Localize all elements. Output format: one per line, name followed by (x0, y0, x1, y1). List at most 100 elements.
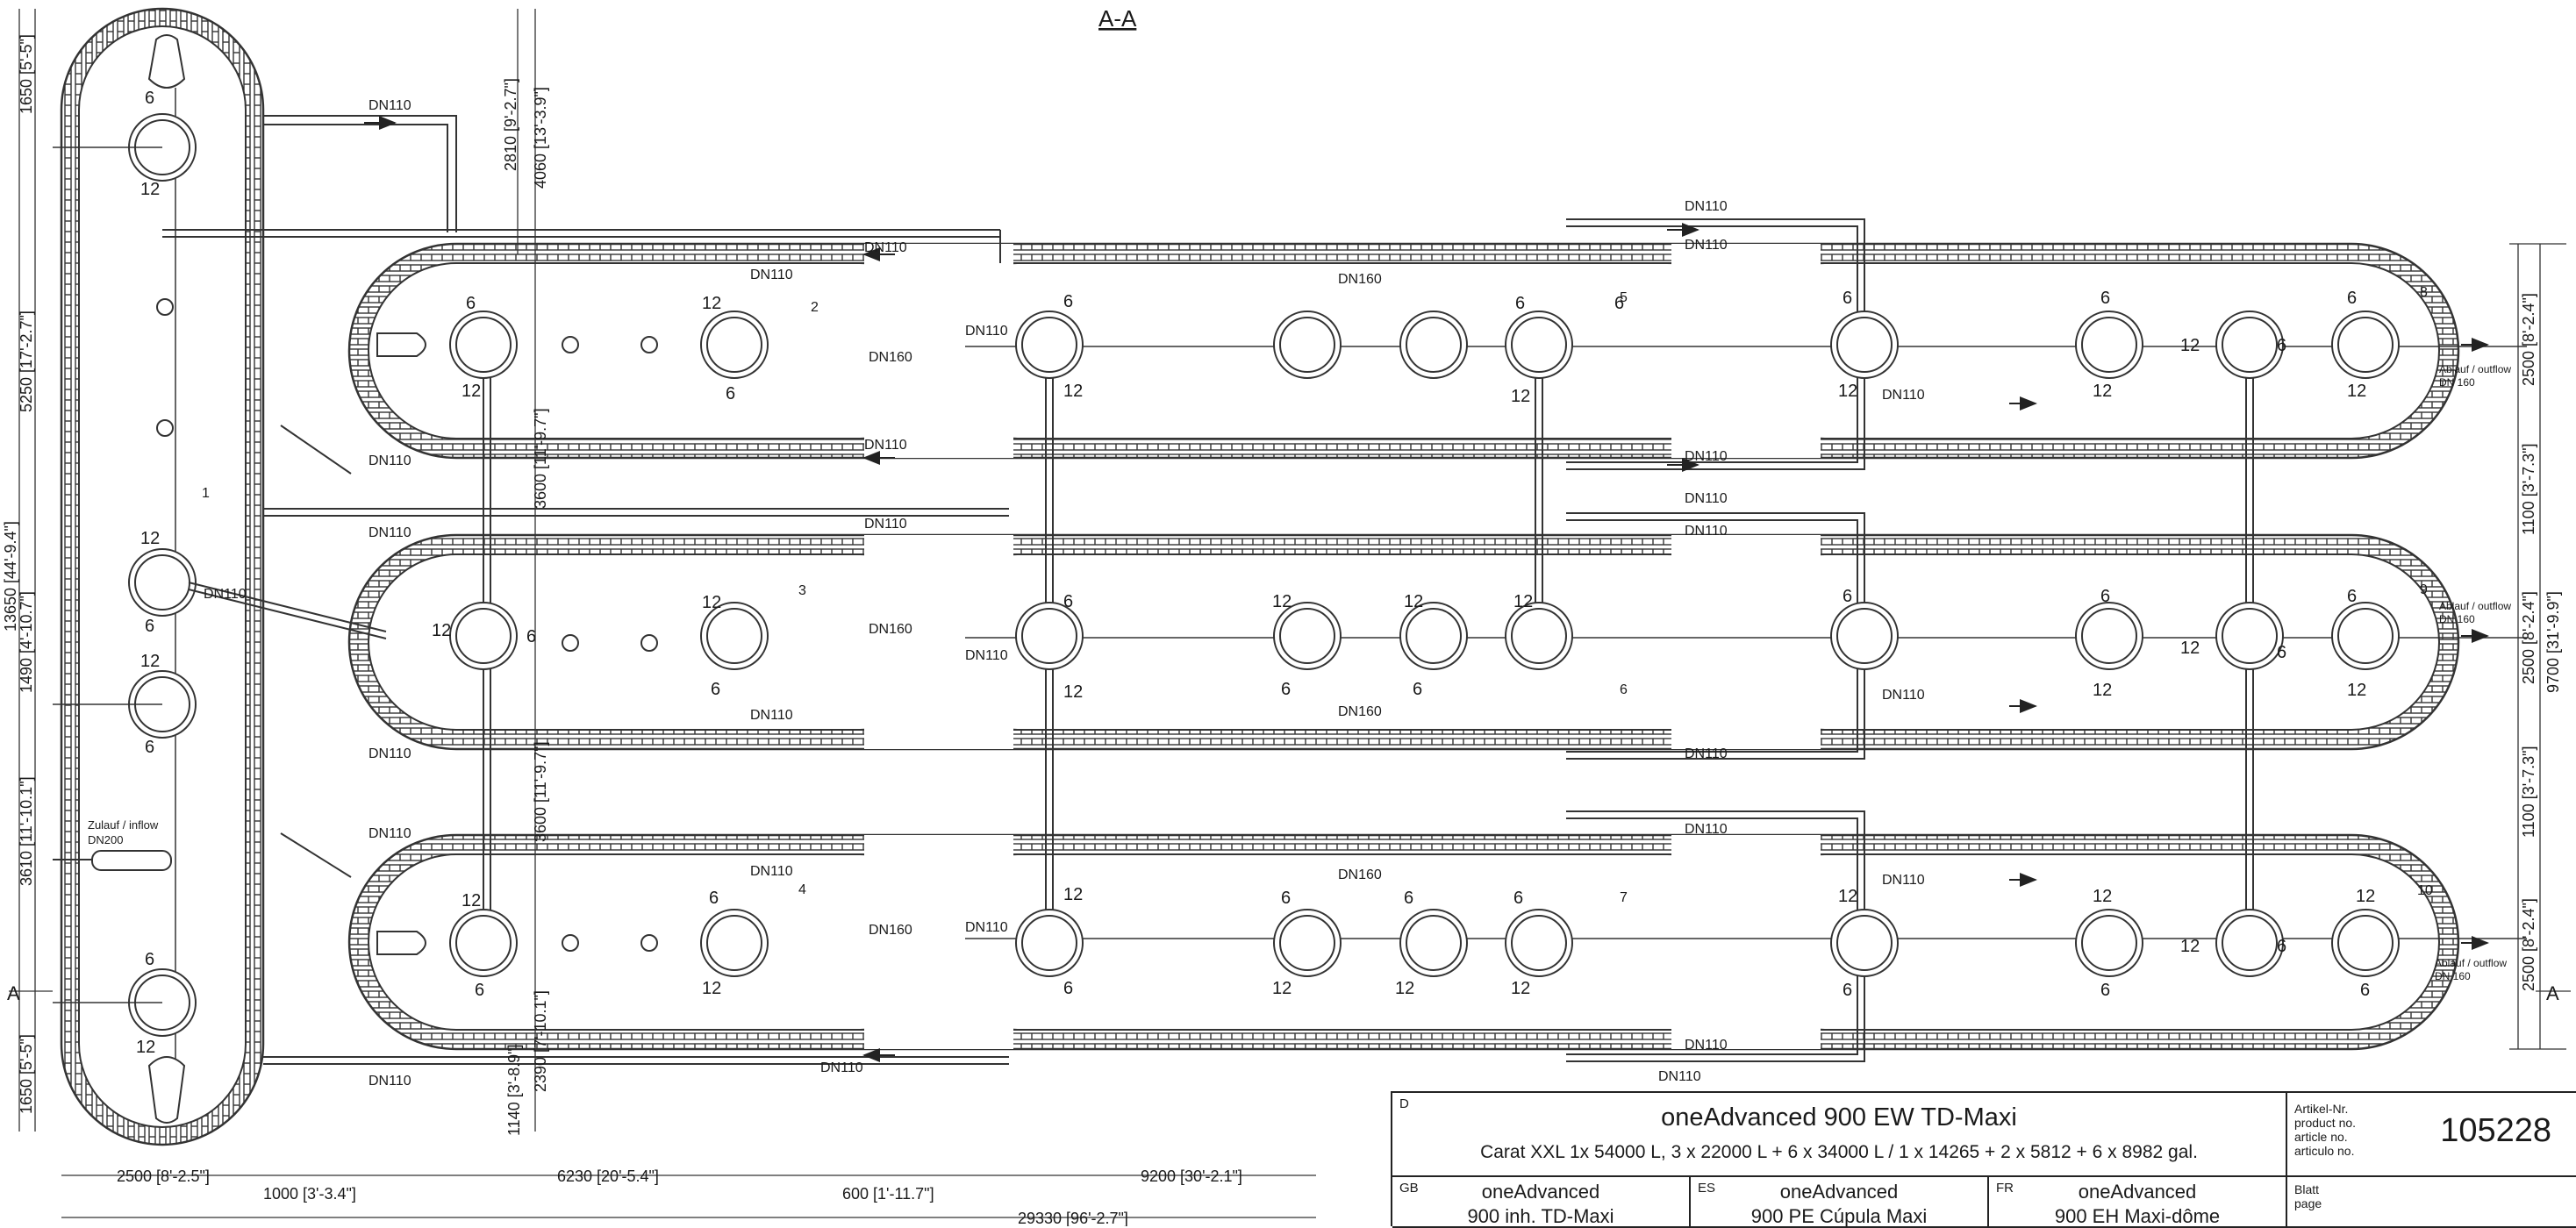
pipe-label: DN110 (864, 438, 907, 453)
pipe-label: DN110 (1685, 1038, 1728, 1053)
pipe-label: DN110 (204, 587, 247, 602)
lang-code-d: D (1399, 1096, 1409, 1111)
dimension-label: 2500 [8'-2.5"] (117, 1167, 210, 1185)
article-number: 105228 (2440, 1112, 2551, 1149)
lang-code-es: ES (1698, 1181, 1716, 1196)
clock-position: 12 (1395, 979, 1414, 998)
flow-arrows (364, 116, 2489, 1062)
pipe-label: DN110 (864, 517, 907, 532)
clock-position: 12 (136, 1038, 155, 1057)
pipe-label: DN160 (869, 350, 912, 365)
clock-position: 12 (2180, 639, 2200, 658)
dimension-label: 3610 [11'-10.1"] (18, 776, 35, 886)
dimension-label: 2500 [8'-2.4"] (2520, 898, 2537, 991)
clock-position: 12 (2180, 937, 2200, 956)
clock-position: 6 (726, 384, 735, 403)
pipe-label: DN110 (369, 525, 411, 540)
pipe-label: DN110 (369, 1074, 411, 1089)
tank-number: 9 (2420, 582, 2428, 597)
inflow-label: DN200 (88, 833, 123, 846)
es-cell: ES oneAdvanced 900 PE Cúpula Maxi (1691, 1177, 1989, 1228)
outflow-label: DN 160 (2439, 376, 2475, 389)
pipe-label: DN110 (864, 240, 907, 255)
lang-code-gb: GB (1399, 1181, 1419, 1196)
outflow-label: DN 160 (2439, 613, 2475, 625)
clock-position: 12 (1838, 887, 1857, 906)
clock-position: 6 (475, 981, 484, 1000)
clock-position: 12 (1272, 979, 1292, 998)
dimension-label: 3600 [11'-9.7"] (532, 741, 549, 842)
clock-position: 6 (145, 617, 154, 636)
pipe-label: DN110 (965, 648, 1008, 663)
clock-position: 6 (2277, 937, 2286, 956)
pipe-label: DN110 (750, 864, 793, 879)
lang-code-fr: FR (1996, 1181, 2014, 1196)
clock-position: 12 (2093, 382, 2112, 401)
pipe-label: DN110 (369, 453, 411, 468)
tank-number: 2 (811, 300, 819, 315)
pipe-label: DN160 (1338, 272, 1382, 287)
dimension-label: 2810 [9'-2.7"] (502, 78, 519, 171)
dimension-label: 9200 [30'-2.1"] (1141, 1167, 1242, 1185)
tank-number: 6 (1620, 682, 1628, 697)
tank-number: 1 (202, 486, 210, 501)
pipe-label: DN110 (750, 708, 793, 723)
clock-position: 6 (1843, 587, 1852, 606)
clock-position: 6 (1843, 981, 1852, 1000)
clock-position: 12 (1063, 382, 1083, 401)
pipe-label: DN110 (1685, 199, 1728, 214)
dimension-label: 29330 [96'-2.7"] (1018, 1210, 1128, 1226)
dimension-label: 13650 [44'-9.4"] (2, 521, 19, 632)
dimension-label: 1490 [4'-10.7"] (18, 591, 35, 693)
outflow-label: DN 160 (2435, 970, 2471, 982)
sheet-label: Blatt page (2294, 1182, 2322, 1210)
dimension-label: 2500 [8'-2.4"] (2520, 591, 2537, 684)
clock-position: 6 (1281, 889, 1291, 908)
gb-name-line1: oneAdvanced (1481, 1181, 1600, 1203)
title-cell: D oneAdvanced 900 EW TD-Maxi Carat XXL 1… (1392, 1093, 2287, 1177)
clock-position: 12 (462, 891, 481, 910)
clock-position: 6 (2100, 289, 2110, 308)
clock-position: 12 (2093, 887, 2112, 906)
pipe-label: DN110 (1882, 688, 1925, 703)
clock-position: 12 (140, 652, 160, 671)
pipe-label: DN110 (965, 324, 1008, 339)
clock-position: 6 (2100, 981, 2110, 1000)
clock-position: 6 (1614, 294, 1624, 313)
dimension-label: 9700 [31'-9.9"] (2544, 591, 2562, 693)
pipe-label: DN160 (869, 923, 912, 938)
row-manholes (376, 311, 2400, 977)
pipe-label: DN110 (1685, 491, 1728, 506)
dimension-label: 1140 [3'-8.9"] (505, 1044, 523, 1136)
tank-number: 3 (798, 583, 806, 598)
clock-position: 12 (1513, 592, 1533, 611)
clock-position: 6 (2277, 336, 2286, 355)
clock-position: 6 (1063, 292, 1073, 311)
clock-position: 6 (145, 950, 154, 969)
clock-position: 12 (1063, 682, 1083, 702)
clock-position: 6 (145, 89, 154, 108)
fr-name-line2: 900 EH Maxi-dôme (2054, 1205, 2221, 1227)
dimension-label: 1100 [3'-7.3"] (2520, 443, 2537, 535)
pipe-label: DN110 (1685, 822, 1728, 837)
outflow-label: Ablauf / outflow (2439, 363, 2511, 375)
pipe-label: DN110 (369, 98, 411, 113)
main-tank-fittings (53, 34, 197, 1124)
product-title: oneAdvanced 900 EW TD-Maxi (1661, 1103, 2017, 1132)
clock-position: 12 (462, 382, 481, 401)
clock-position: 12 (1063, 885, 1083, 904)
pipe-label: DN110 (1685, 524, 1728, 539)
clock-position: 6 (2347, 289, 2357, 308)
tank-number: 4 (798, 882, 806, 897)
clock-position: 12 (1838, 382, 1857, 401)
article-labels: Artikel-Nr. product no. article no. arti… (2294, 1102, 2357, 1158)
dimension-lines (9, 9, 2571, 1218)
clock-position: 6 (1843, 289, 1852, 308)
fr-name-line1: oneAdvanced (2078, 1181, 2197, 1203)
clock-position: 6 (1063, 979, 1073, 998)
clock-position: 12 (702, 979, 721, 998)
dimension-label: 1650 [5'-5"] (18, 34, 35, 114)
dimension-label: 1100 [3'-7.3"] (2520, 746, 2537, 838)
clock-position: 12 (140, 180, 160, 199)
